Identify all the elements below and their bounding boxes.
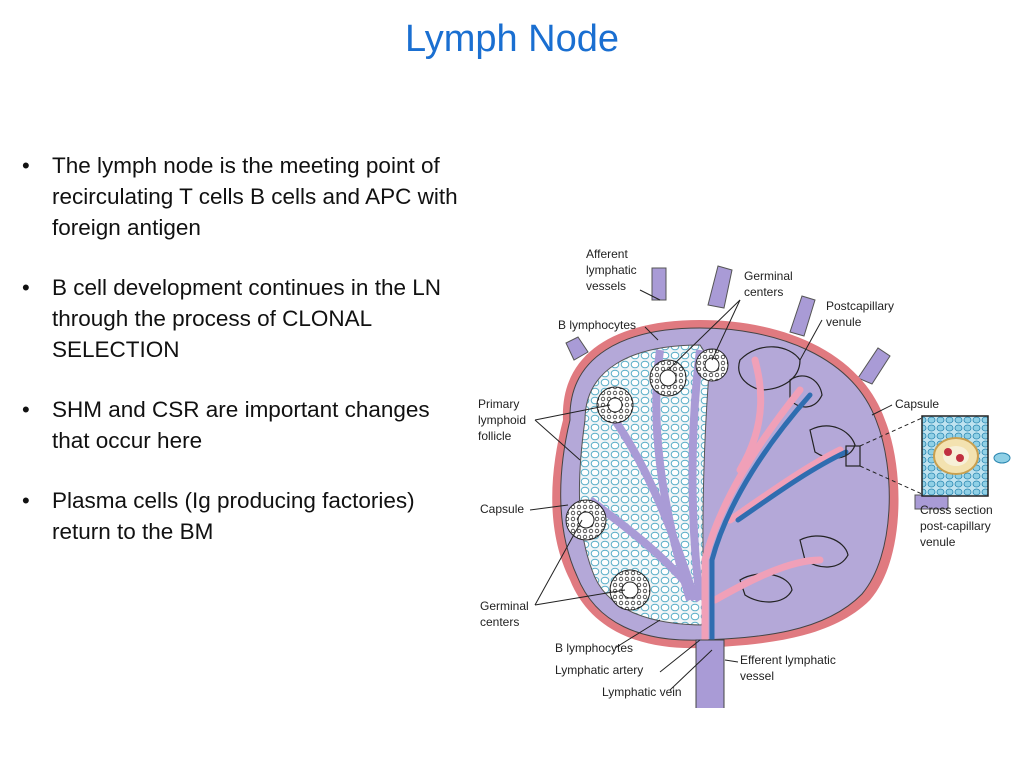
bullet-item: • SHM and CSR are important changes that … <box>22 394 462 456</box>
label-primary-2: lymphoid <box>478 413 526 427</box>
label-b-lymphocytes-bottom: B lymphocytes <box>555 641 633 655</box>
label-efferent-2: vessel <box>740 669 774 683</box>
bullet-text: B cell development continues in the LN t… <box>52 275 441 362</box>
label-germinal-bottom-1: Germinal <box>480 599 529 613</box>
label-germinal-bottom: Germinal centers <box>480 599 532 629</box>
artery <box>701 356 844 704</box>
bullet-text: Plasma cells (Ig producing factories) re… <box>52 488 415 544</box>
label-cross-2: post-capillary <box>920 519 991 533</box>
label-afferent: Afferent lymphatic vessels <box>586 247 640 293</box>
bullet-dot: • <box>22 397 30 422</box>
label-efferent: Efferent lymphatic vessel <box>740 653 839 683</box>
label-lymphatic-artery: Lymphatic artery <box>555 663 643 677</box>
label-cross-3: venule <box>920 535 956 549</box>
label-postcapillary: Postcapillary venule <box>826 299 897 329</box>
bullet-item: • B cell development continues in the LN … <box>22 272 462 365</box>
bullet-item: • Plasma cells (Ig producing factories) r… <box>22 485 462 547</box>
bullet-dot: • <box>22 488 30 513</box>
label-primary-1: Primary <box>478 397 519 411</box>
label-postcapillary-1: Postcapillary <box>826 299 894 313</box>
leader-lines <box>529 289 893 691</box>
germinal-centers <box>565 348 729 611</box>
bullet-list: • The lymph node is the meeting point of … <box>22 150 462 576</box>
label-germinal-bottom-2: centers <box>480 615 519 629</box>
bullet-item: • The lymph node is the meeting point of … <box>22 150 462 243</box>
label-germinal-top: Germinal centers <box>744 269 796 299</box>
label-postcapillary-2: venule <box>826 315 862 329</box>
label-germinal-top-1: Germinal <box>744 269 793 283</box>
label-afferent-1: Afferent <box>586 247 628 261</box>
lymph-node-diagram: Afferent lymphatic vessels Germinal cent… <box>478 247 1011 708</box>
bullet-dot: • <box>22 275 30 300</box>
cross-section-box <box>845 445 861 467</box>
label-efferent-1: Efferent lymphatic <box>740 653 836 667</box>
label-primary-follicle: Primary lymphoid follicle <box>478 397 529 443</box>
bullet-text: The lymph node is the meeting point of r… <box>52 153 458 240</box>
label-germinal-top-2: centers <box>744 285 783 299</box>
label-cross-section: Cross section post-capillary venule <box>920 503 996 549</box>
label-capsule-left: Capsule <box>480 502 524 516</box>
label-primary-3: follicle <box>478 429 512 443</box>
label-b-lymphocytes-top: B lymphocytes <box>558 318 636 332</box>
label-afferent-3: vessels <box>586 279 626 293</box>
label-afferent-2: lymphatic <box>586 263 637 277</box>
label-capsule-right: Capsule <box>895 397 939 411</box>
bullet-text: SHM and CSR are important changes that o… <box>52 397 430 453</box>
efferent-vessel <box>695 639 725 708</box>
slide-title: Lymph Node <box>404 18 620 60</box>
vein <box>709 392 849 703</box>
afferent-vessels <box>565 265 949 510</box>
label-cross-1: Cross section <box>920 503 993 517</box>
bullet-dot: • <box>22 153 30 178</box>
label-lymphatic-vein: Lymphatic vein <box>602 685 682 699</box>
